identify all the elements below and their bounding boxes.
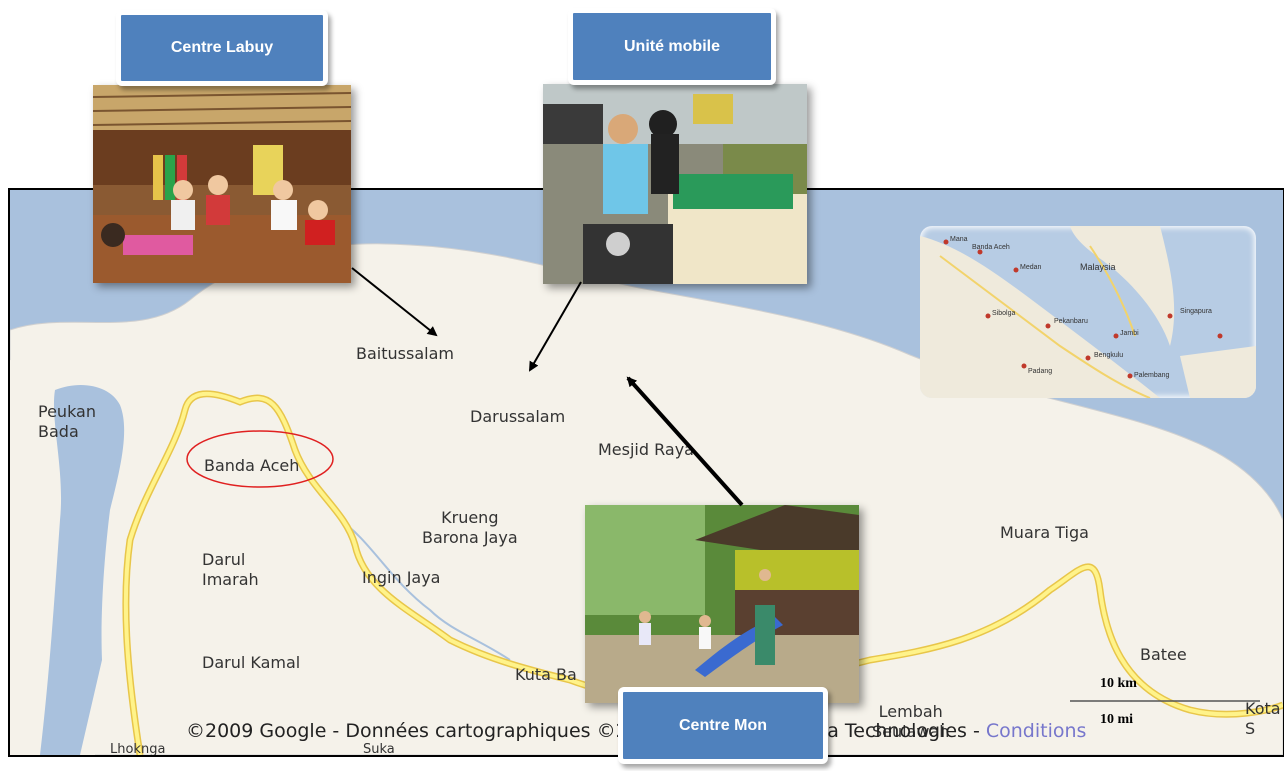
- place-batee: Batee: [1140, 645, 1187, 664]
- place-baitussalam: Baitussalam: [356, 344, 454, 363]
- place-kota: Kota S: [1245, 699, 1281, 738]
- banda-aceh-highlight: [186, 430, 334, 488]
- inset-label-1: Mana: [950, 236, 968, 243]
- callout-centre-labuy: Centre Labuy: [116, 10, 328, 86]
- photo-mon-image: [585, 505, 859, 703]
- callout-centre-mon: Centre Mon: [618, 687, 828, 764]
- inset-label-6: Pekanbaru: [1054, 318, 1088, 325]
- river: [339, 519, 511, 661]
- conditions-link[interactable]: Conditions: [985, 720, 1087, 742]
- inset-label-5: Padang: [1028, 368, 1053, 375]
- inset-label-4: Malaysia: [1080, 262, 1116, 272]
- photo-labuy-image: [93, 85, 351, 283]
- inset-label-10: Bengkulu: [1094, 352, 1124, 359]
- photo-mobile-image: [543, 84, 807, 284]
- inset-label-8: Singapura: [1180, 308, 1212, 315]
- inset-label-3: Medan: [1020, 264, 1042, 271]
- inset-label-9: Jambi: [1120, 330, 1139, 337]
- place-suka: Suka: [363, 742, 395, 757]
- inset-label-2: Banda Aceh: [972, 244, 1010, 251]
- place-peukan-bada: Peukan Bada: [38, 402, 96, 441]
- inset-overview-map[interactable]: Mana Banda Aceh Medan Malaysia Padang Pe…: [920, 226, 1256, 398]
- inset-label-11: Palembang: [1134, 372, 1170, 379]
- copyright-text: ©2009 Google - Données cartographiques ©…: [186, 720, 986, 742]
- inset-label-7: Sibolga: [992, 310, 1016, 317]
- place-lhoknga: Lhoknga: [110, 742, 166, 757]
- place-muara-tiga: Muara Tiga: [1000, 523, 1089, 542]
- place-darussalam: Darussalam: [470, 407, 566, 426]
- scale-mi: 10 mi: [1100, 712, 1134, 727]
- place-krueng-barona-jaya: Krueng Barona Jaya: [422, 508, 518, 547]
- photo-centre-mon: [585, 505, 859, 703]
- scale-km: 10 km: [1100, 676, 1137, 691]
- place-lembah-seulawah: Lembah Seulawah: [872, 702, 950, 741]
- inset-canvas: [920, 226, 1256, 398]
- place-mesjid-raya: Mesjid Raya: [598, 440, 694, 459]
- place-ingin-jaya: Ingin Jaya: [362, 568, 441, 587]
- place-kuta-ba: Kuta Ba: [515, 665, 577, 684]
- place-darul-imarah: Darul Imarah: [202, 550, 259, 589]
- place-banda-aceh: Banda Aceh: [204, 456, 300, 475]
- photo-centre-labuy: [93, 85, 351, 283]
- water-bay: [40, 385, 125, 755]
- photo-unite-mobile: [543, 84, 807, 284]
- place-darul-kamal: Darul Kamal: [202, 653, 301, 672]
- callout-unite-mobile: Unité mobile: [568, 8, 776, 85]
